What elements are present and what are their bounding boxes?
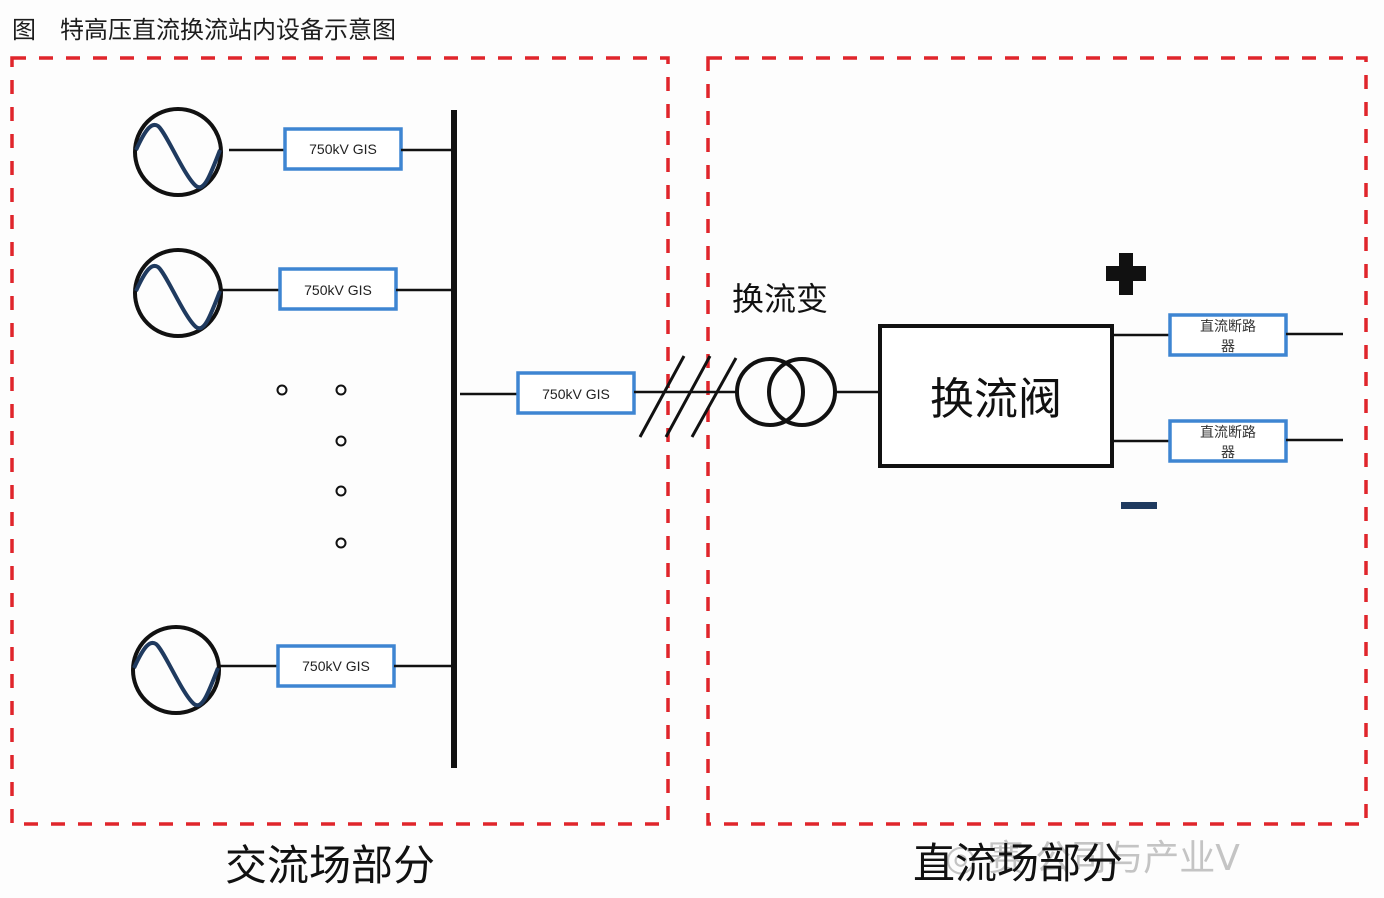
plus-icon [1106,253,1146,295]
minus-icon [1121,502,1157,509]
ac-section-label: 交流场部分 [225,841,435,890]
sine-wave-icon [132,640,220,708]
generator-branch: 750kV GIS [131,625,454,715]
watermark: ◎ 赛 公司与产业V [945,838,1240,879]
generator-branch: 750kV GIS [133,248,454,338]
converter-valve-box[interactable] [878,324,1114,468]
transformer-icon [735,357,837,427]
dc-breaker-label-line2: 器 [1221,445,1235,461]
sine-wave-icon [134,122,222,190]
gis-label: 750kV GIS [302,658,370,674]
transformer-label: 换流变 [732,280,828,318]
dc-section-label: 直流场部分 [913,839,1123,888]
dc-breaker-box[interactable] [1168,313,1288,357]
dc-section-border [706,56,1368,826]
busbar-gis-box[interactable] [516,371,636,415]
gis-label: 750kV GIS [309,141,377,157]
dc-breaker-label: 直流断路 [1200,318,1256,335]
ac-section-border [10,56,670,826]
three-phase-slash-icon [638,355,738,438]
vertical-ellipsis-dots [276,384,347,549]
converter-valve-label: 换流阀 [930,374,1062,425]
gis-label: 750kV GIS [304,282,372,298]
sine-wave-icon [134,263,222,331]
generator-branch: 750kV GIS [133,107,454,197]
dc-breaker-label-line2: 器 [1221,339,1235,355]
figure-title: 图 特高压直流换流站内设备示意图 [12,16,396,44]
busbar-gis-label: 750kV GIS [542,386,610,402]
dc-breaker-label: 直流断路 [1200,424,1256,441]
